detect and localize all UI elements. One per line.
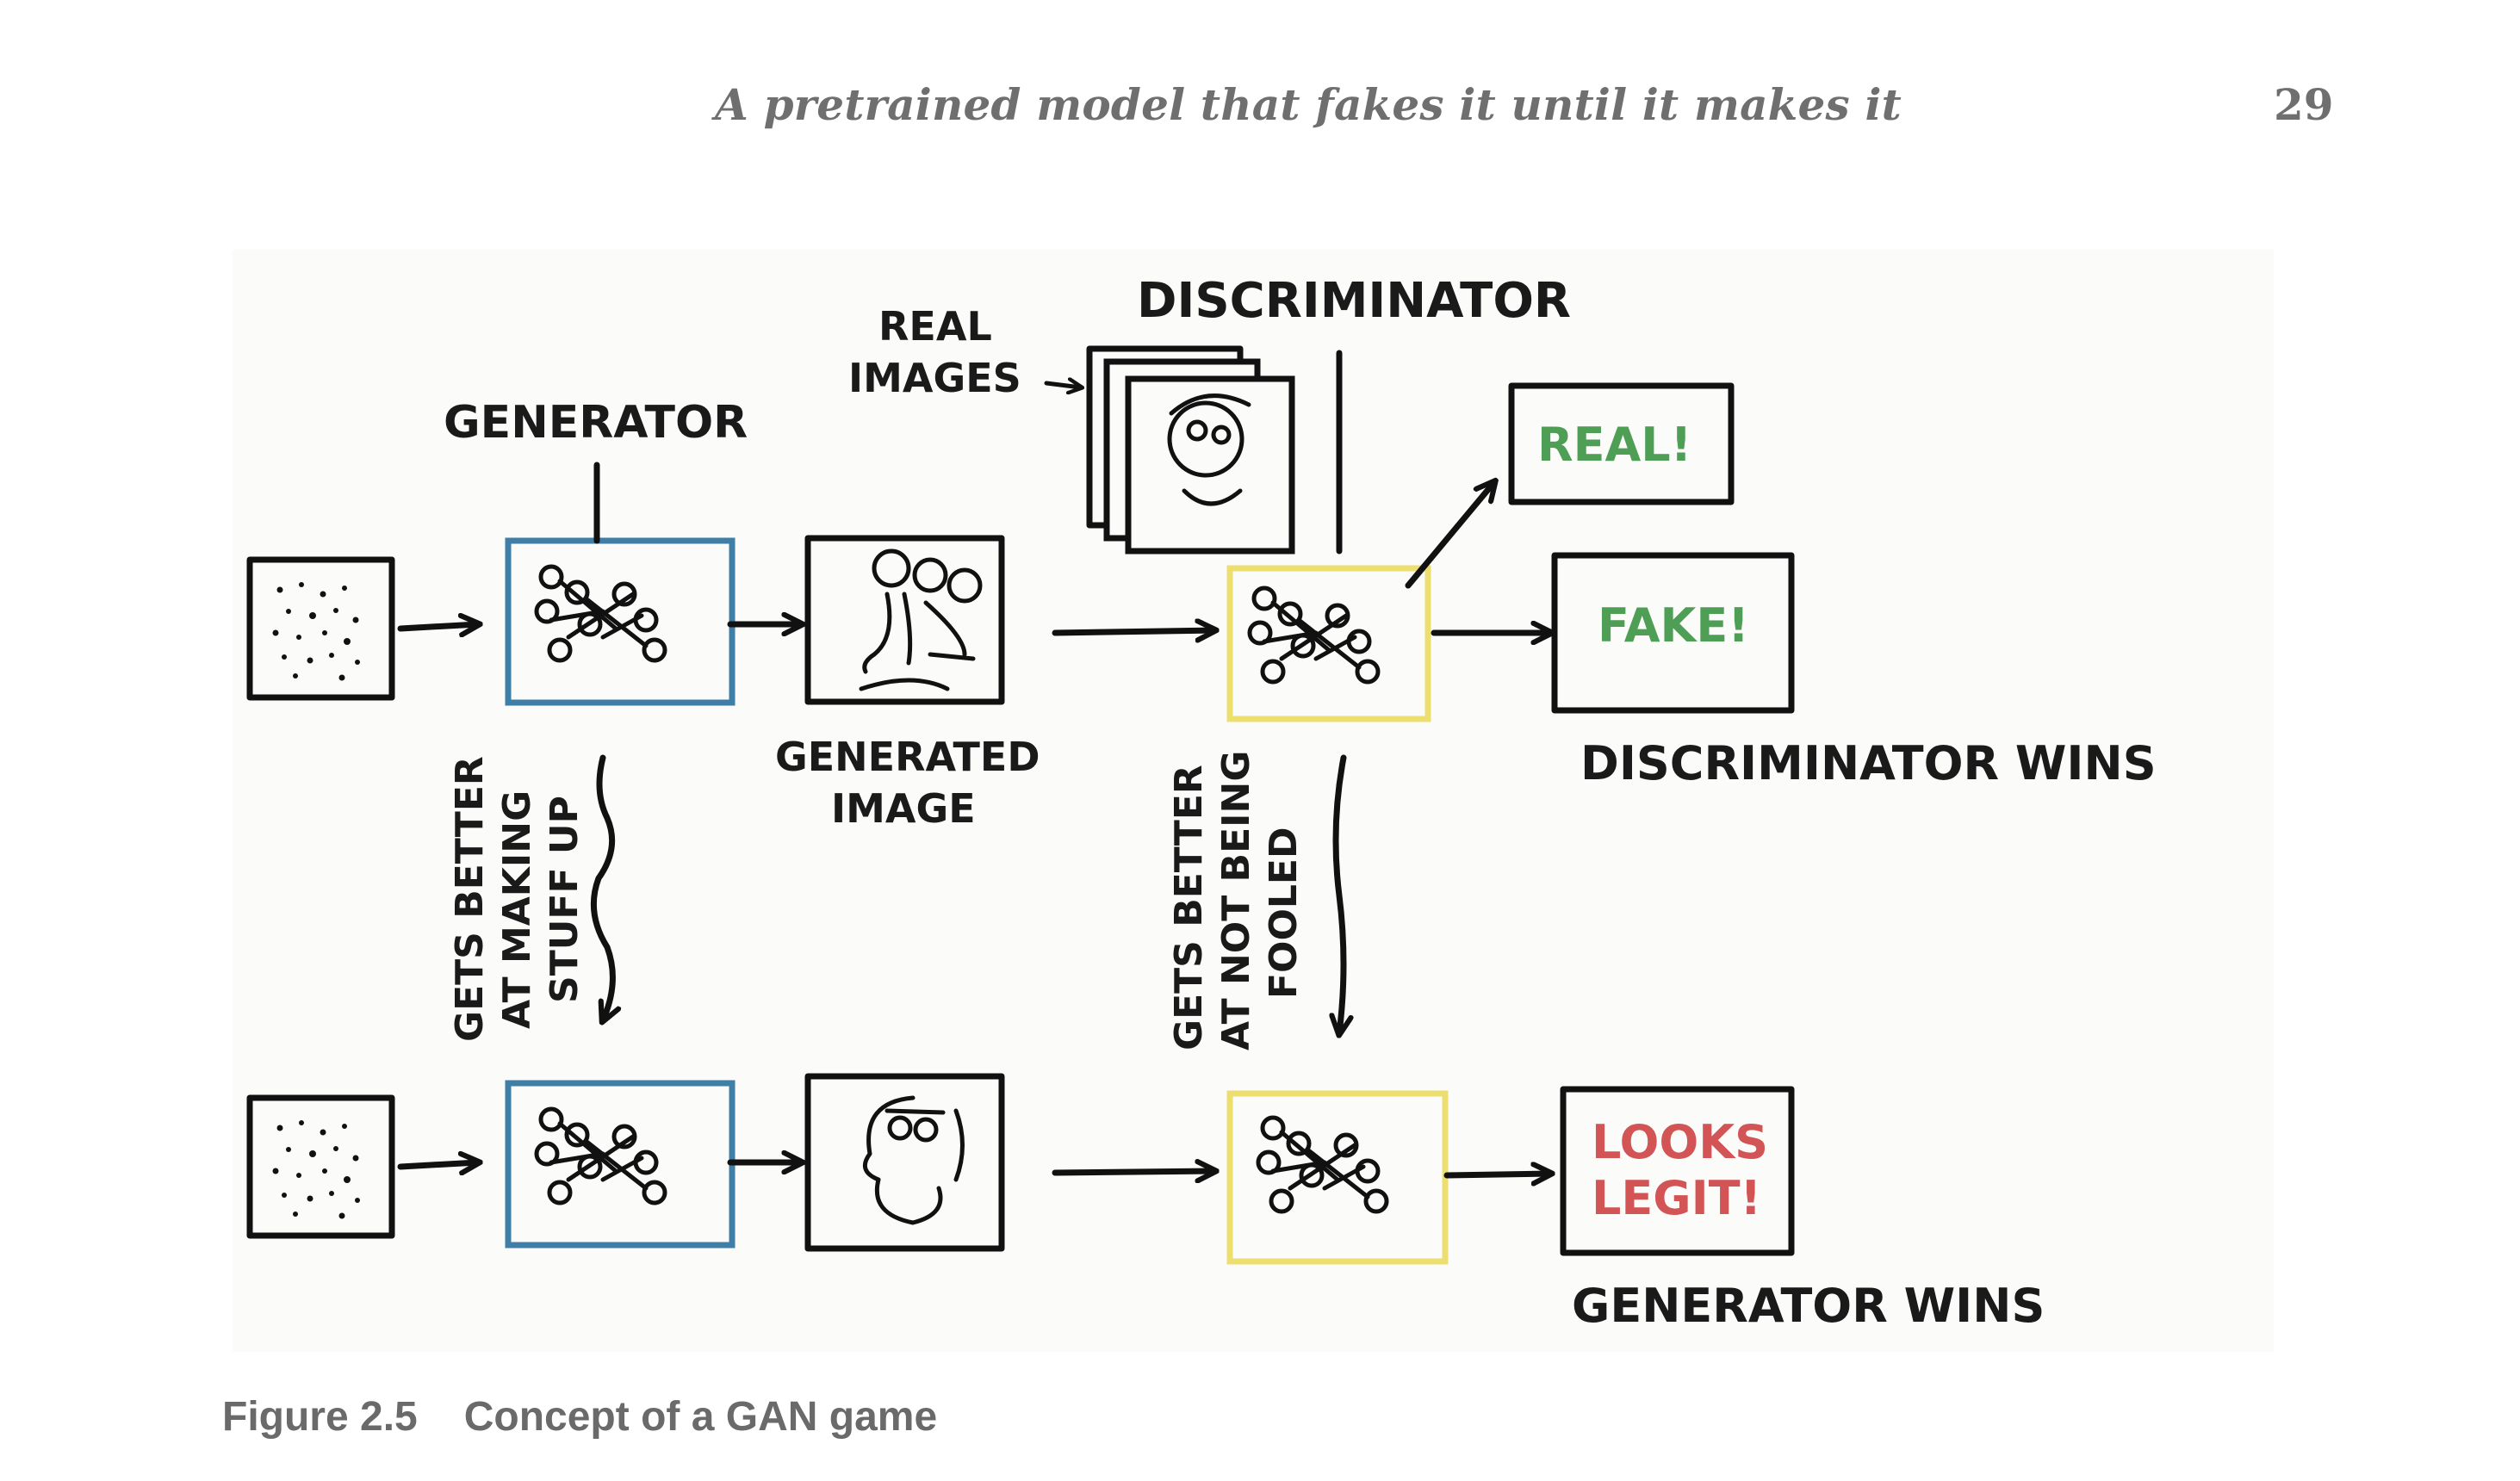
discriminator-network-top: [1226, 565, 1431, 722]
generated-image-label-line2: IMAGE: [831, 785, 976, 832]
generator-improves-line1: GETS BETTER: [448, 756, 492, 1042]
arrow-generator-improves: [590, 754, 612, 1020]
discriminator-label: DISCRIMINATOR: [1137, 273, 1571, 329]
running-title: A pretrained model that fakes it until i…: [715, 79, 1902, 130]
generator-improves-note: GETS BETTER AT MAKING STUFF UP: [448, 756, 587, 1042]
noise-input-bottom: [246, 1094, 395, 1239]
discriminator-improves-line2: AT NOT BEING: [1214, 751, 1258, 1050]
generated-image-face: [804, 1073, 1005, 1252]
arrow-to-legit-verdict: [1443, 1174, 1550, 1175]
generator-improves-line2: AT MAKING: [495, 790, 539, 1029]
legit-verdict-box: [1560, 1086, 1795, 1256]
discriminator-improves-line3: FOOLED: [1262, 827, 1306, 999]
figure-caption: Figure 2.5 Concept of a GAN game: [222, 1393, 937, 1441]
generator-improves-line3: STUFF UP: [543, 796, 587, 1003]
face-icon: [1167, 400, 1244, 478]
legit-verdict-line2: LEGIT!: [1592, 1171, 1761, 1225]
generated-image-creature: [804, 535, 1005, 705]
fake-verdict-text: FAKE!: [1598, 598, 1749, 653]
real-images-label-line2: IMAGES: [848, 355, 1021, 401]
discriminator-frame-top: [1226, 565, 1431, 722]
real-images-label-line1: REAL: [878, 303, 992, 350]
discriminator-network-bottom: [1226, 1090, 1449, 1265]
legit-verdict-line1: LOOKS: [1592, 1115, 1768, 1169]
arrow-image-to-discriminator-top: [1052, 630, 1214, 633]
noise-input-top: [246, 556, 395, 701]
generator-wins-label: GENERATOR WINS: [1572, 1279, 2045, 1333]
real-verdict-text: REAL!: [1537, 418, 1691, 472]
real-verdict-box: [1508, 382, 1735, 505]
fake-verdict-box: [1551, 552, 1795, 714]
generated-image-label-line1: GENERATED: [775, 734, 1040, 780]
arrow-noise-to-generator-bottom: [397, 1162, 478, 1167]
page-number: 29: [2274, 79, 2334, 130]
arrow-real-images: [1044, 383, 1081, 387]
arrow-image-to-discriminator-bottom: [1052, 1171, 1214, 1173]
generator-network-top: [505, 537, 736, 706]
running-head: A pretrained model that fakes it until i…: [0, 79, 2520, 139]
figure-number: Figure 2.5: [222, 1394, 418, 1440]
figure-caption-text: Concept of a GAN game: [463, 1394, 938, 1440]
discriminator-improves-note: GETS BETTER AT NOT BEING FOOLED: [1167, 751, 1306, 1050]
generator-label: GENERATOR: [444, 397, 748, 449]
real-images-stack: [1086, 345, 1295, 555]
generator-network-bottom: [505, 1080, 736, 1249]
discriminator-wins-label: DISCRIMINATOR WINS: [1580, 736, 2157, 790]
discriminator-improves-line1: GETS BETTER: [1167, 765, 1211, 1050]
arrow-to-real-verdict: [1405, 482, 1494, 589]
arrow-noise-to-generator-top: [397, 624, 478, 629]
arrow-discriminator-improves: [1336, 754, 1344, 1033]
